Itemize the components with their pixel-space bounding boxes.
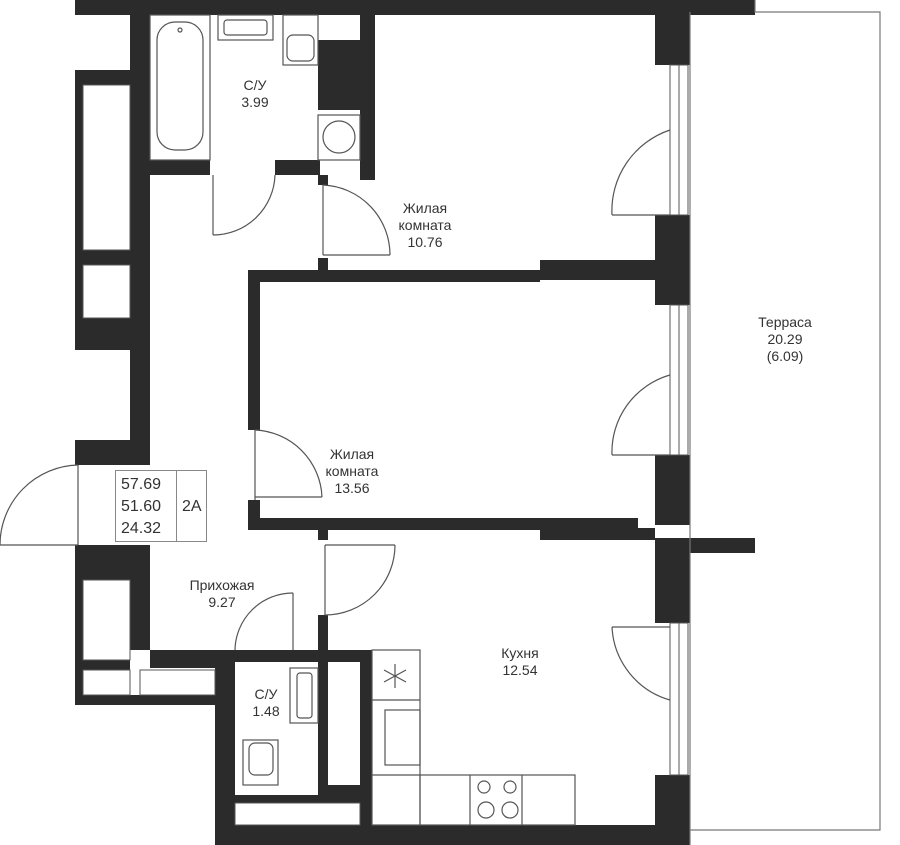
room-name: комната [398, 217, 452, 233]
room-label-living-small: Жилая комната 10.76 [385, 200, 465, 251]
vent-icon [383, 664, 407, 688]
toilet-small [242, 739, 279, 786]
room-name: С/У [243, 77, 267, 93]
room-area: 13.56 [334, 480, 370, 496]
stove-burner [477, 801, 495, 819]
room-area: 12.54 [502, 662, 538, 678]
washing-machine [317, 114, 361, 161]
room-area: 9.27 [208, 594, 236, 610]
total-area-no-terrace: 51.60 [121, 498, 162, 515]
room-area: 10.76 [407, 234, 443, 250]
living-area: 24.32 [121, 520, 162, 537]
windows [82, 64, 689, 826]
fixtures [149, 14, 576, 826]
room-name: комната [325, 463, 379, 479]
kitchen-sink [384, 709, 421, 766]
stove-burner [477, 780, 491, 794]
room-label-kitchen: Кухня 12.54 [490, 645, 550, 679]
room-area: 3.99 [241, 94, 269, 110]
room-label-bath-top: С/У 3.99 [230, 77, 280, 111]
room-name: Жилая [329, 446, 375, 462]
apartment-summary: 57.69 51.60 24.32 2A [115, 470, 207, 542]
room-label-hallway: Прихожая 9.27 [177, 577, 267, 611]
room-label-living-large: Жилая комната 13.56 [312, 446, 392, 497]
room-name: Терраса [758, 314, 812, 330]
room-label-bath-small: С/У 1.48 [241, 686, 291, 720]
doors [0, 129, 671, 701]
room-label-terrace: Терраса 20.29 (6.09) [740, 314, 830, 365]
stove-burner [501, 801, 519, 819]
room-name: Жилая [402, 200, 448, 216]
room-name: Прихожая [189, 577, 255, 593]
kitchen-counter-bottom [419, 774, 576, 826]
apartment-type: 2A [182, 498, 202, 515]
toilet [282, 14, 319, 66]
walls [75, 0, 755, 845]
room-area: 20.29 [767, 331, 803, 347]
bathtub [149, 14, 211, 161]
room-area-reduced: (6.09) [766, 348, 804, 364]
total-area: 57.69 [121, 476, 162, 493]
sink-small [289, 667, 319, 724]
summary-divider [176, 471, 177, 541]
room-name: С/У [254, 686, 278, 702]
sink [217, 14, 274, 41]
stove-burner [503, 780, 517, 794]
terrace-outline [689, 0, 881, 845]
room-name: Кухня [501, 645, 539, 661]
room-area: 1.48 [252, 703, 280, 719]
